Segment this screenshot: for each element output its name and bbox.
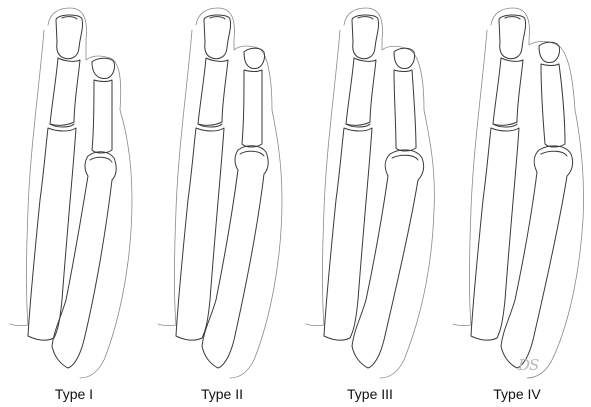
bone-drawing-type-2 xyxy=(148,0,296,380)
panel-type-3: Type III xyxy=(296,0,444,407)
type-label-4: Type IV xyxy=(443,386,591,402)
artist-signature: DS xyxy=(518,356,538,374)
bone-drawing-type-3 xyxy=(296,0,444,380)
type-label-1: Type I xyxy=(0,386,148,402)
bone-drawing-type-4 xyxy=(443,0,591,380)
type-label-3: Type III xyxy=(296,386,444,402)
type-label-2: Type II xyxy=(148,386,296,402)
bone-drawing-type-1 xyxy=(0,0,148,380)
panel-type-1: Type I xyxy=(0,0,148,407)
panel-type-2: Type II xyxy=(148,0,296,407)
panel-type-4: Type IV xyxy=(443,0,591,407)
